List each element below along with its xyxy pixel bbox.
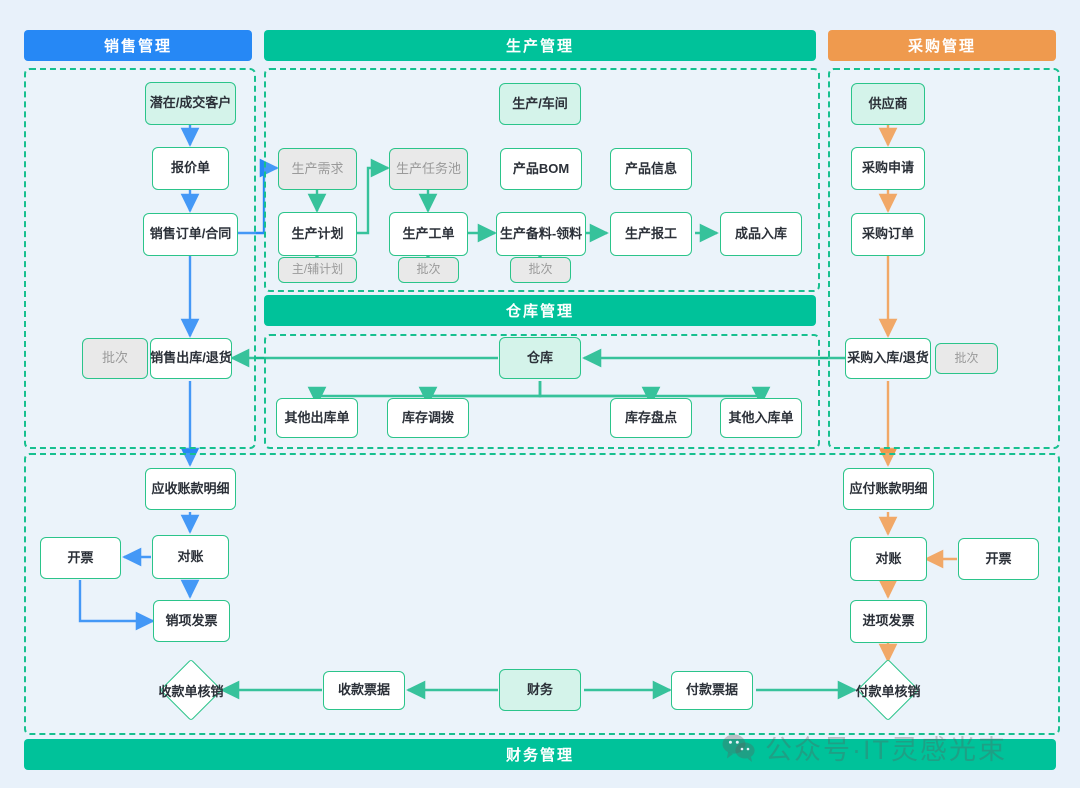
node-payment-writeoff[interactable]: 付款单核销 [832, 658, 944, 722]
node-label: 批次 [416, 262, 441, 277]
node-reconciliation-sales[interactable]: 对账 [152, 535, 229, 579]
node-work-order-batch-tag[interactable]: 批次 [398, 257, 459, 283]
node-finished-goods-inbound[interactable]: 成品入库 [720, 212, 802, 256]
header-bar-sales: 销售管理 [24, 30, 252, 61]
node-finance[interactable]: 财务 [499, 669, 581, 711]
node-reconciliation-purchase[interactable]: 对账 [850, 537, 927, 581]
node-receipt-writeoff[interactable]: 收款单核销 [135, 658, 247, 722]
node-label: 开票 [985, 550, 1012, 566]
node-label: 批次 [528, 262, 553, 277]
node-sales-invoice[interactable]: 销项发票 [153, 600, 230, 642]
node-label: 生产/车间 [512, 95, 568, 111]
node-label: 成品入库 [734, 225, 787, 241]
group-frame-sales [24, 68, 256, 449]
node-quotation[interactable]: 报价单 [152, 147, 229, 190]
node-label: 对账 [875, 550, 902, 566]
node-plan-tag[interactable]: 主/辅计划 [278, 257, 357, 283]
node-payment-voucher[interactable]: 付款票据 [671, 671, 753, 710]
node-receivable-detail[interactable]: 应收账款明细 [145, 468, 236, 510]
header-bar-finance: 财务管理 [24, 739, 1056, 770]
node-label: 进项发票 [862, 613, 915, 629]
node-inventory-stocktake[interactable]: 库存盘点 [610, 398, 692, 438]
node-label: 供应商 [868, 95, 908, 111]
node-purchase-inbound[interactable]: 采购入库/退货 [845, 338, 931, 379]
node-label: 潜在/成交客户 [149, 95, 232, 111]
node-inventory-transfer[interactable]: 库存调拨 [387, 398, 469, 438]
header-label-warehouse: 仓库管理 [505, 303, 574, 320]
node-receipt-voucher[interactable]: 收款票据 [323, 671, 405, 710]
node-product-info[interactable]: 产品信息 [610, 148, 692, 190]
node-label: 其他入库单 [728, 409, 794, 425]
node-label: 收款单核销 [158, 683, 224, 699]
node-label: 生产任务池 [395, 160, 461, 176]
group-frame-purchase [828, 68, 1060, 449]
node-label: 开票 [67, 549, 94, 565]
node-production-work-order[interactable]: 生产工单 [389, 212, 468, 256]
node-production-plan[interactable]: 生产计划 [278, 212, 357, 256]
node-label: 库存调拨 [401, 409, 454, 425]
node-label: 生产备料-领料 [499, 225, 583, 241]
node-label: 库存盘点 [624, 409, 677, 425]
node-label: 其他出库单 [284, 409, 350, 425]
node-label: 主/辅计划 [291, 262, 344, 277]
node-sales-order[interactable]: 销售订单/合同 [143, 213, 238, 256]
node-label: 财务 [526, 681, 553, 697]
node-purchase-request[interactable]: 采购申请 [851, 147, 925, 190]
node-other-outbound[interactable]: 其他出库单 [276, 398, 358, 438]
node-potential-customer[interactable]: 潜在/成交客户 [145, 82, 236, 125]
node-purchase-invoice[interactable]: 进项发票 [850, 600, 927, 643]
node-label: 报价单 [170, 160, 210, 176]
header-bar-purchase: 采购管理 [828, 30, 1056, 61]
node-invoice-issue-sales[interactable]: 开票 [40, 537, 121, 579]
node-production-report[interactable]: 生产报工 [610, 212, 692, 256]
node-production-material-picking[interactable]: 生产备料-领料 [496, 212, 586, 256]
node-label: 付款票据 [685, 682, 738, 698]
node-sales-outbound[interactable]: 销售出库/退货 [150, 338, 232, 379]
node-sales-batch-tag[interactable]: 批次 [82, 338, 148, 379]
node-label: 对账 [177, 548, 204, 564]
node-label: 应付账款明细 [849, 480, 928, 496]
node-other-inbound[interactable]: 其他入库单 [720, 398, 802, 438]
node-warehouse[interactable]: 仓库 [499, 337, 581, 379]
node-label: 采购订单 [861, 226, 914, 242]
header-label-purchase: 采购管理 [907, 38, 976, 55]
node-purchase-batch-tag[interactable]: 批次 [935, 343, 998, 374]
header-bar-production: 生产管理 [264, 30, 816, 61]
node-production-demand[interactable]: 生产需求 [278, 148, 357, 190]
node-label: 采购入库/退货 [847, 350, 929, 366]
node-label: 付款单核销 [855, 683, 921, 699]
node-label: 生产计划 [291, 225, 344, 241]
node-production-task-pool[interactable]: 生产任务池 [389, 148, 468, 190]
node-label: 生产报工 [624, 225, 677, 241]
node-label: 采购申请 [861, 160, 914, 176]
node-label: 生产需求 [291, 160, 344, 176]
node-label: 销项发票 [165, 612, 218, 628]
header-label-sales: 销售管理 [103, 38, 172, 55]
node-label: 批次 [954, 350, 979, 365]
node-label: 生产工单 [402, 225, 455, 241]
node-label: 产品BOM [512, 160, 570, 176]
node-material-batch-tag[interactable]: 批次 [510, 257, 571, 283]
node-invoice-issue-purchase[interactable]: 开票 [958, 538, 1039, 580]
header-bar-warehouse: 仓库管理 [264, 295, 816, 326]
node-payable-detail[interactable]: 应付账款明细 [843, 468, 934, 510]
node-label: 销售出库/退货 [150, 350, 232, 366]
node-label: 产品信息 [624, 160, 677, 176]
node-label: 仓库 [526, 349, 553, 365]
node-supplier[interactable]: 供应商 [851, 83, 925, 125]
header-label-finance: 财务管理 [505, 747, 574, 764]
node-label: 批次 [101, 350, 128, 366]
node-production-workshop[interactable]: 生产/车间 [499, 83, 581, 125]
node-label: 收款票据 [337, 682, 390, 698]
node-product-bom[interactable]: 产品BOM [500, 148, 582, 190]
node-label: 销售订单/合同 [149, 226, 232, 242]
node-purchase-order[interactable]: 采购订单 [851, 213, 925, 256]
header-label-production: 生产管理 [505, 38, 574, 55]
node-label: 应收账款明细 [151, 480, 230, 496]
